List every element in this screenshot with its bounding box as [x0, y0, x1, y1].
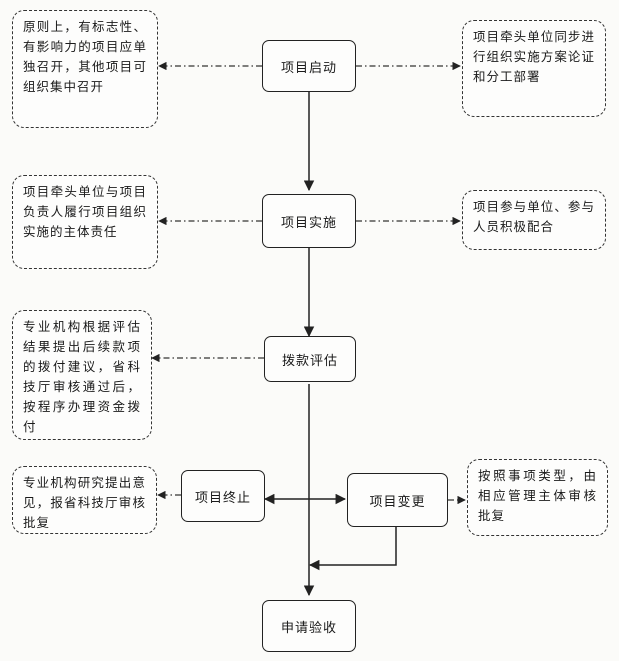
step-project-termination: 项目终止	[181, 470, 265, 522]
note-implement-right: 项目参与单位、参与人员积极配合	[462, 190, 606, 250]
note-implement-left: 项目牵头单位与项目负责人履行项目组织实施的主体责任	[12, 175, 158, 269]
step-project-start: 项目启动	[262, 40, 356, 92]
step-funding-evaluation: 拨款评估	[264, 336, 356, 382]
step-project-change: 项目变更	[347, 473, 448, 527]
note-evaluate-left: 专业机构根据评估结果提出后续款项的拨付建议，省科技厅审核通过后，按程序办理资金拨…	[12, 310, 152, 440]
step-project-implementation: 项目实施	[262, 194, 356, 248]
note-terminate-left: 专业机构研究提出意见，报省科技厅审核批复	[12, 466, 157, 534]
note-start-left: 原则上，有标志性、有影响力的项目应单独召开，其他项目可组织集中召开	[12, 10, 158, 128]
note-start-right: 项目牵头单位同步进行组织实施方案论证和分工部署	[462, 20, 606, 117]
note-change-right: 按照事项类型，由相应管理主体审核批复	[467, 459, 608, 536]
step-apply-acceptance: 申请验收	[262, 600, 356, 652]
arrow-change-to-accept	[308, 527, 397, 571]
